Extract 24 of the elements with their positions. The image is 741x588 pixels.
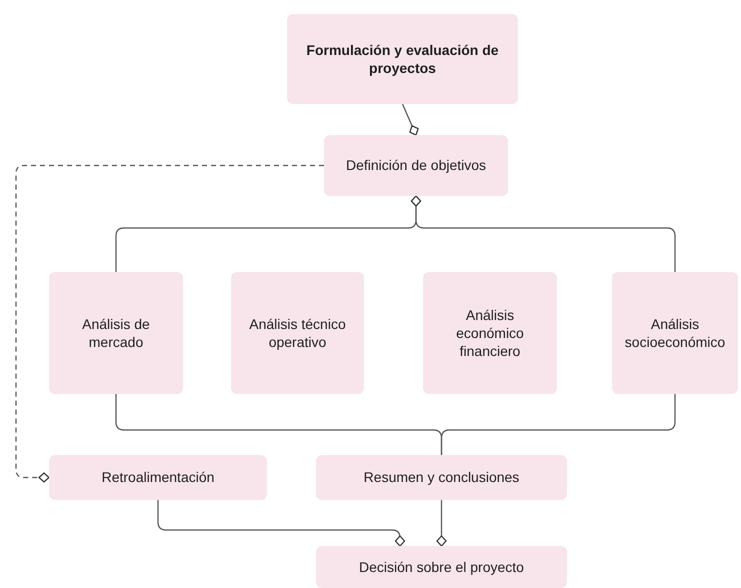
connector xyxy=(410,195,676,272)
box-label: Análisis socioeconómico xyxy=(624,314,726,352)
connector xyxy=(157,500,406,547)
process-box xyxy=(612,272,738,394)
process-box xyxy=(231,272,364,394)
process-box xyxy=(316,546,567,588)
box-label: Definición de objetivos xyxy=(346,156,486,175)
box-label: Retroalimentación xyxy=(102,468,214,487)
box-label: Análisis de mercado xyxy=(81,314,151,352)
connector xyxy=(440,394,676,455)
box-label: Resumen y conclusiones xyxy=(364,468,520,487)
connector xyxy=(402,104,419,136)
process-box xyxy=(423,272,557,394)
box-label: Decisión sobre el proyecto xyxy=(359,558,524,576)
process-box xyxy=(49,272,183,394)
process-box xyxy=(287,14,518,104)
connector xyxy=(15,164,324,483)
connector xyxy=(436,500,447,547)
process-box xyxy=(316,455,567,500)
process-box xyxy=(324,135,508,196)
box-label: Formulación y evaluación de proyectos xyxy=(305,40,500,78)
box-label: Análisis técnico operativo xyxy=(248,314,347,352)
box-label: Análisis económico financiero xyxy=(455,306,525,360)
process-box xyxy=(49,455,267,500)
